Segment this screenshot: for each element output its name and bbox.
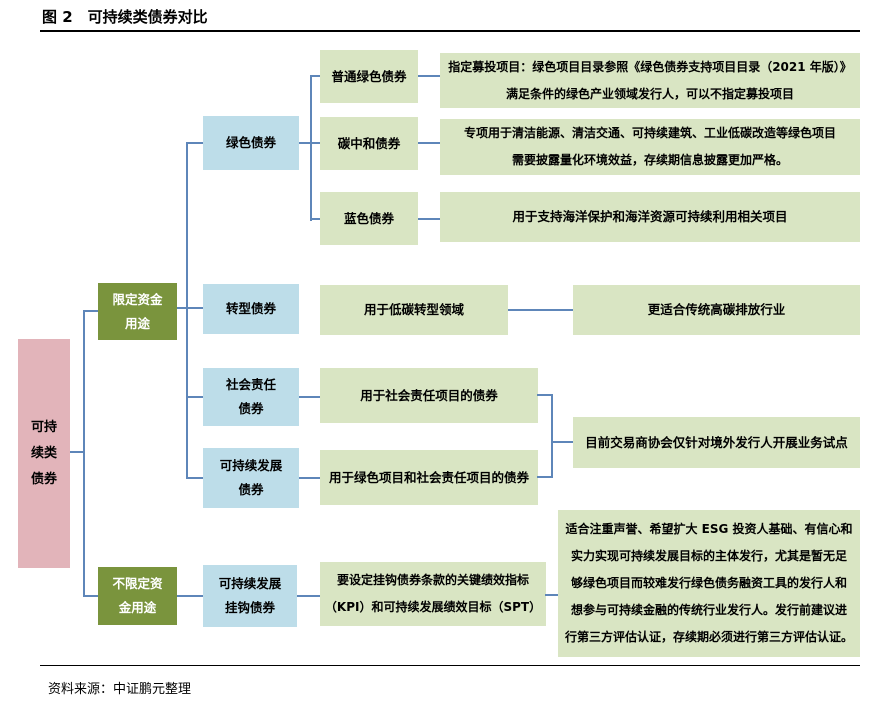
connector-social-to-bracket [537, 394, 552, 396]
connector-trunk-mid-vertical [186, 142, 188, 479]
connector-green-sub-vertical [310, 75, 312, 221]
connector-to-green-bond [188, 142, 203, 144]
node-social-responsibility-bond: 社会责任 债券 [203, 368, 299, 426]
connector-unlimited-to-slb [177, 595, 203, 597]
node-sustainability-linked-bond: 可持续发展 挂钩债券 [203, 565, 297, 627]
node-sustainable-bonds-root: 可持 续类 债券 [18, 339, 70, 568]
connector-sustainability-to-bracket [537, 476, 552, 478]
node-limited-use-of-proceeds: 限定资金 用途 [98, 283, 177, 340]
connector-bracket-to-pilot [553, 441, 573, 443]
node-blue-bond: 蓝色债券 [320, 192, 418, 245]
connector-root-trunk [70, 451, 84, 453]
connector-to-social-bond [188, 396, 203, 398]
desc-carbon-neutral-bond: 专项用于清洁能源、清洁交通、可持续建筑、工业低碳改造等绿色项目 需要披露量化环境… [440, 119, 860, 175]
connector-carbon-neutral-desc [418, 142, 440, 144]
footer-divider [40, 665, 860, 666]
connector-limited-to-transition [177, 307, 203, 309]
connector-to-carbon-neutral [312, 142, 320, 144]
connector-to-sustainability-bond [188, 477, 203, 479]
source-note: 资料来源：中证鹏元整理 [48, 682, 192, 697]
connector-bracket-vertical [551, 394, 553, 478]
desc-slb-suitability: 适合注重声誉、希望扩大 ESG 投资人基础、有信心和 实力实现可持续发展目标的主… [558, 510, 860, 657]
connector-green-bond-out [299, 142, 311, 144]
node-ordinary-green-bond: 普通绿色债券 [320, 50, 418, 103]
node-sustainability-bond: 可持续发展 债券 [203, 448, 299, 508]
connector-transition-industry [508, 309, 573, 311]
figure-title: 图 2 可持续类债券对比 [42, 8, 208, 26]
desc-sustainability-bond: 用于绿色项目和社会责任项目的债券 [320, 450, 538, 505]
connector-sustainability-desc [299, 477, 320, 479]
connector-ordinary-green-desc [418, 75, 440, 77]
connector-to-blue-bond [312, 218, 320, 220]
title-divider [40, 30, 860, 32]
connector-slb-to-suitability [545, 594, 558, 596]
desc-slb-kpi-spt: 要设定挂钩债券条款的关键绩效指标 （KPI）和可持续发展绩效目标（SPT） [320, 562, 546, 626]
connector-slb-desc [297, 595, 320, 597]
connector-trunk-left-vertical [83, 310, 85, 597]
desc-transition-bond-industry: 更适合传统高碳排放行业 [573, 285, 860, 335]
node-transition-bond: 转型债券 [203, 284, 299, 334]
desc-social-bond: 用于社会责任项目的债券 [320, 368, 538, 423]
connector-to-ordinary-green [312, 75, 320, 77]
connector-blue-bond-desc [418, 218, 440, 220]
desc-transition-bond: 用于低碳转型领域 [320, 285, 508, 335]
desc-overseas-pilot: 目前交易商协会仅针对境外发行人开展业务试点 [573, 417, 860, 468]
node-green-bond: 绿色债券 [203, 116, 299, 170]
node-carbon-neutral-bond: 碳中和债券 [320, 117, 418, 170]
desc-ordinary-green-bond: 指定募投项目：绿色项目目录参照《绿色债券支持项目目录（2021 年版）》 满足条… [440, 53, 860, 108]
connector-social-desc [299, 396, 320, 398]
connector-to-limited-use [85, 310, 98, 312]
desc-blue-bond: 用于支持海洋保护和海洋资源可持续利用相关项目 [440, 192, 860, 242]
connector-to-unlimited-use [85, 595, 98, 597]
node-unlimited-use-of-proceeds: 不限定资 金用途 [98, 567, 177, 625]
